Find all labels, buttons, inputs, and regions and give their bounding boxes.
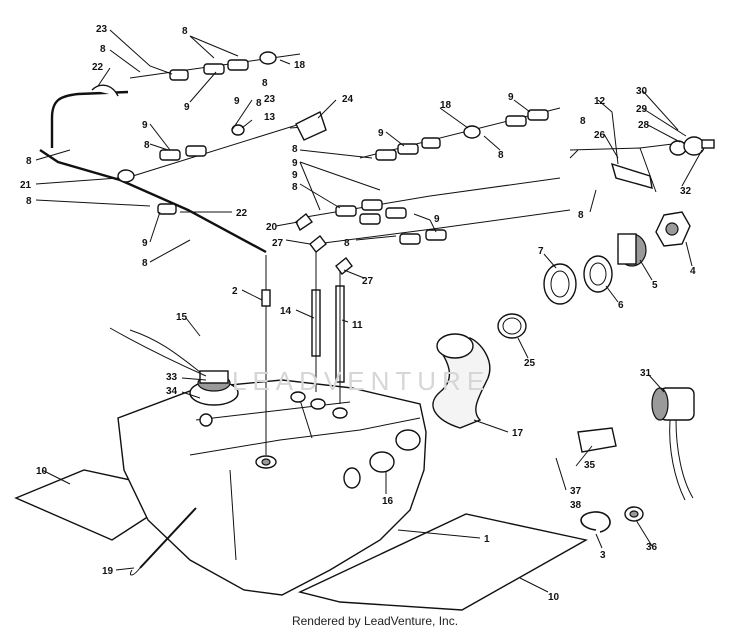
filler-neck [543,211,691,305]
callout-8: 8 [292,144,298,155]
callout-8: 8 [498,150,504,161]
gauge-31 [651,387,695,501]
callout-27: 27 [362,276,374,287]
callout-8: 8 [262,78,268,89]
callout-36: 36 [646,542,658,553]
callout-3: 3 [600,550,606,561]
callout-8: 8 [144,140,150,151]
callout-8: 8 [100,44,106,55]
callout-2: 2 [232,286,238,297]
callout-15: 15 [176,312,188,323]
callout-8: 8 [344,238,350,249]
callout-23: 23 [96,24,108,35]
callout-9: 9 [508,92,514,103]
callout-8: 8 [256,98,262,109]
fuel-tank [117,379,427,596]
filler-hose [432,333,491,429]
clamp-25 [497,313,527,339]
callout-31: 31 [640,368,652,379]
callout-14: 14 [280,306,292,317]
callouts: 23 8 22 8 9 8 18 8 9 23 13 24 9 8 8 21 8… [20,24,696,603]
callout-18: 18 [294,60,306,71]
callout-16: 16 [382,496,394,507]
callout-9: 9 [184,102,190,113]
callout-22: 22 [92,62,104,73]
callout-19: 19 [102,566,114,577]
callout-12: 12 [594,96,606,107]
callout-37: 37 [570,486,582,497]
callout-9: 9 [142,238,148,249]
callout-7: 7 [538,246,544,257]
callout-33: 33 [166,372,178,383]
callout-32: 32 [680,186,692,197]
pad-right [297,513,588,611]
callout-8: 8 [580,116,586,127]
callout-21: 21 [20,180,32,191]
callout-38: 38 [570,500,582,511]
callout-10: 10 [36,466,48,477]
tube-19 [129,507,197,576]
callout-26: 26 [594,130,606,141]
callout-23: 23 [264,94,276,105]
callout-25: 25 [524,358,536,369]
callout-8: 8 [142,258,148,269]
callout-28: 28 [638,120,650,131]
callout-6: 6 [618,300,624,311]
callout-34: 34 [166,386,178,397]
callout-27: 27 [272,238,284,249]
callout-9: 9 [234,96,240,107]
callout-35: 35 [584,460,596,471]
callout-4: 4 [690,266,696,277]
pipes [261,244,345,455]
callout-8: 8 [292,182,298,193]
clamps-16 [369,429,421,473]
callout-9: 9 [292,158,298,169]
fuel-lines [39,51,715,275]
callout-9: 9 [434,214,440,225]
callout-1: 1 [484,534,490,545]
callout-5: 5 [652,280,658,291]
footer-credit: Rendered by LeadVenture, Inc. [291,614,459,628]
grommet-36 [624,506,644,522]
callout-9: 9 [142,120,148,131]
callout-11: 11 [352,320,363,331]
callout-22: 22 [236,208,248,219]
leader-lines [35,29,703,593]
callout-30: 30 [636,86,648,97]
callout-8: 8 [26,196,32,207]
callout-9: 9 [378,128,384,139]
callout-8: 8 [26,156,32,167]
callout-10: 10 [548,592,560,603]
callout-8: 8 [578,210,584,221]
clip-3 [580,511,611,533]
callout-18: 18 [440,100,452,111]
callout-13: 13 [264,112,276,123]
callout-20: 20 [266,222,278,233]
callout-29: 29 [636,104,648,115]
callout-8: 8 [182,26,188,37]
callout-17: 17 [512,428,524,439]
watermark: LEADVENTURE [232,366,491,396]
callout-9: 9 [292,170,298,181]
bracket-35 [577,427,617,453]
sender-assembly [109,327,239,427]
callout-24: 24 [342,94,354,105]
